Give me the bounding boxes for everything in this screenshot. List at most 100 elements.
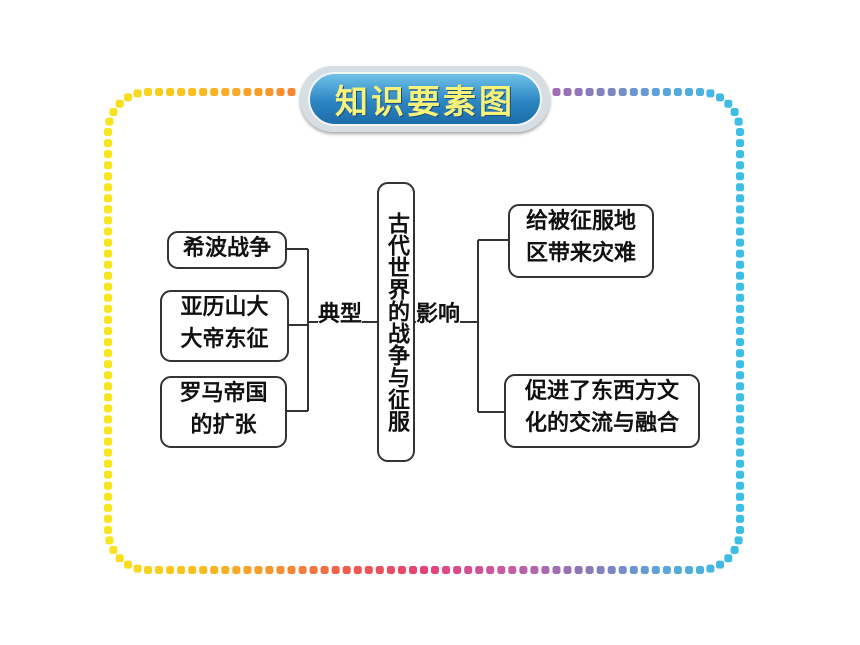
frame-dot <box>736 481 744 490</box>
frame-dot <box>736 216 744 225</box>
frame-dot <box>736 492 744 501</box>
frame-dot <box>640 88 649 96</box>
frame-dot <box>104 360 112 369</box>
frame-dot <box>309 566 318 574</box>
title-badge: 知识要素图 <box>300 66 550 132</box>
frame-dot <box>420 566 428 574</box>
frame-dot <box>585 566 594 574</box>
frame-dot <box>221 88 230 96</box>
frame-dot <box>104 526 112 534</box>
frame-dot <box>104 327 112 335</box>
frame-dot <box>409 566 417 574</box>
frame-dot <box>254 566 263 574</box>
frame-dot <box>104 260 112 269</box>
frame-dot <box>607 566 616 574</box>
frame-dot <box>104 172 112 181</box>
frame-dot <box>662 566 671 574</box>
frame-dot <box>618 566 627 574</box>
frame-dot <box>736 448 744 457</box>
frame-dot <box>276 566 285 574</box>
frame-dot <box>607 88 616 96</box>
frame-dot <box>104 481 112 490</box>
frame-dot <box>104 183 112 192</box>
frame-dot <box>552 88 561 96</box>
frame-dot <box>104 238 112 247</box>
frame-dot <box>736 205 744 214</box>
frame-dot <box>104 426 112 435</box>
frame-dot <box>736 360 744 369</box>
frame-dot <box>736 437 744 446</box>
frame-dot <box>104 470 112 479</box>
frame-dot <box>166 566 175 574</box>
frame-dot <box>254 88 263 96</box>
frame-dot <box>736 139 744 148</box>
frame-dot <box>104 349 112 358</box>
frame-dot <box>486 566 495 574</box>
frame-dot <box>736 459 744 468</box>
frame-dot <box>736 470 744 479</box>
frame-dot <box>199 566 208 574</box>
frame-dot <box>124 560 132 569</box>
frame-dot <box>736 393 744 402</box>
frame-dot <box>736 194 744 203</box>
frame-dot <box>104 227 112 236</box>
frame-dot <box>453 566 462 574</box>
frame-dot <box>166 88 175 96</box>
left-box-greco-persian-war: 希波战争 <box>167 231 287 269</box>
frame-dot <box>104 150 112 159</box>
frame-dot <box>232 88 241 96</box>
frame-dot <box>104 503 112 512</box>
frame-dot <box>736 227 744 236</box>
frame-dot <box>375 566 384 574</box>
frame-dot <box>640 566 649 574</box>
frame-dot <box>651 566 660 574</box>
frame-dot <box>736 338 744 347</box>
frame-dot <box>730 108 739 116</box>
frame-dot <box>596 566 605 574</box>
frame-dot <box>736 404 744 413</box>
frame-dot <box>497 566 506 574</box>
frame-dot <box>104 382 112 391</box>
frame-dot <box>104 304 112 313</box>
frame-dot <box>298 566 307 574</box>
frame-dot <box>736 128 744 136</box>
frame-dot <box>104 216 112 225</box>
frame-dot <box>685 88 693 96</box>
frame-dot <box>736 161 744 170</box>
frame-dot <box>696 566 704 574</box>
frame-dot <box>696 88 704 96</box>
frame-dot <box>105 117 114 126</box>
frame-dot <box>530 566 539 574</box>
frame-dot <box>177 566 186 574</box>
frame-dot <box>651 88 660 96</box>
frame-dot <box>104 315 112 324</box>
frame-dot <box>464 566 473 574</box>
frame-dot <box>124 93 132 102</box>
center-topic-box: 古代世界的战争与征服 <box>377 182 415 462</box>
right-box-2-line-1: 促进了东西方文 <box>524 379 679 404</box>
frame-dot <box>188 566 197 574</box>
frame-dot <box>724 554 733 563</box>
frame-dot <box>221 566 230 574</box>
left-box-2-line-2: 大帝东征 <box>180 327 269 352</box>
frame-dot <box>331 566 340 574</box>
frame-dot <box>736 371 744 380</box>
frame-dot <box>353 566 362 574</box>
frame-dot <box>109 546 118 554</box>
frame-dot <box>736 271 744 280</box>
frame-dot <box>210 88 219 96</box>
frame-dot <box>724 99 733 108</box>
frame-dot <box>104 415 112 424</box>
frame-dot <box>276 88 285 96</box>
frame-dot <box>243 566 252 574</box>
frame-dot <box>104 128 112 136</box>
frame-dot <box>104 437 112 446</box>
frame-dot <box>736 327 744 335</box>
frame-dot <box>431 566 439 574</box>
right-box-exchange: 促进了东西方文 化的交流与融合 <box>504 374 700 448</box>
frame-dot <box>685 566 693 574</box>
frame-dot <box>629 88 638 96</box>
frame-dot <box>475 566 484 574</box>
frame-dot <box>104 139 112 148</box>
frame-dot <box>133 564 142 573</box>
